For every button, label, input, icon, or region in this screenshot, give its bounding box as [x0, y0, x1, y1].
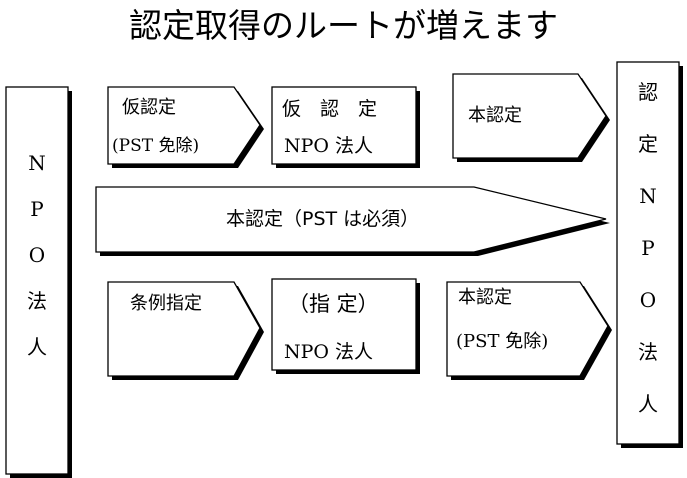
- row3-box-line2: NPO 法人: [284, 341, 374, 363]
- row3-arrow2-line2: (PST 免除): [456, 331, 549, 352]
- row1-arrow2-line1: 本認定: [468, 105, 522, 126]
- right-box-label: 認 定 N P O 法 人: [617, 66, 679, 430]
- right-certified-npo-box: [616, 61, 683, 448]
- row1-arrow1-line2: (PST 免除): [112, 136, 200, 156]
- row1-box-line1: 仮 認 定: [282, 98, 378, 120]
- row1-box-line2: NPO 法人: [284, 135, 374, 157]
- left-box-char: P: [30, 197, 44, 221]
- right-box-char: 法: [638, 340, 658, 364]
- right-box-char: N: [639, 184, 657, 208]
- left-box-label: N P O 法 人: [6, 140, 68, 370]
- right-box-char: O: [639, 288, 657, 312]
- right-box-char: P: [641, 236, 655, 260]
- row3-box-line1: （指 定）: [288, 292, 379, 316]
- row3-arrow2-line1: 本認定: [458, 287, 512, 308]
- diagram-title: 認定取得のルートが増えます: [129, 6, 558, 45]
- row1-arrow1-line1: 仮認定: [122, 97, 176, 118]
- left-box-char: 人: [27, 335, 47, 359]
- arrow-provisional-certification: [107, 86, 264, 168]
- right-box-char: 人: [638, 392, 658, 416]
- row3-arrow1-line1: 条例指定: [130, 293, 202, 314]
- right-box-char: 認: [638, 80, 658, 104]
- box-designated-npo: [271, 278, 420, 374]
- left-box-char: O: [28, 243, 46, 267]
- arrow-full-certification-row3: [446, 281, 612, 380]
- left-box-char: N: [28, 151, 46, 175]
- arrow-full-certification-row1: [452, 73, 610, 162]
- arrow-full-certification-pst-required: [95, 186, 610, 256]
- arrow-ordinance-designation: [107, 281, 264, 380]
- right-box-char: 定: [638, 132, 658, 156]
- left-box-char: 法: [27, 289, 47, 313]
- box-provisional-npo: [271, 86, 420, 168]
- left-npo-box: [5, 86, 72, 478]
- row2-arrow-line1: 本認定（PST は必須）: [226, 208, 420, 230]
